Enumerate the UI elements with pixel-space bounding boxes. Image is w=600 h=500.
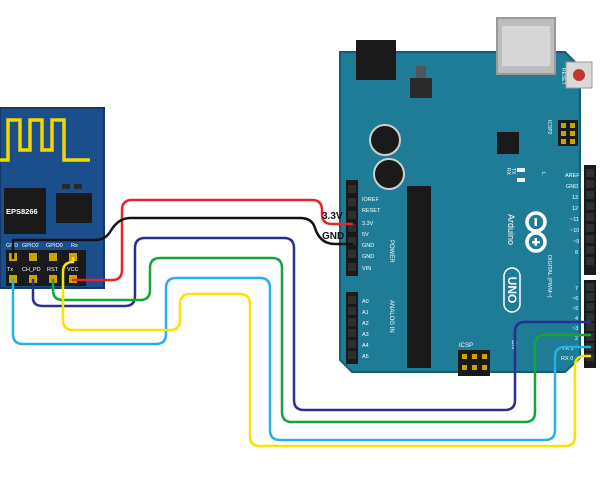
pin-label-5v: 5V bbox=[362, 232, 369, 238]
l-led-label: L bbox=[540, 172, 546, 175]
pin-label-d12: 12 bbox=[572, 206, 578, 212]
pin-label-aref: AREF bbox=[565, 173, 580, 179]
wire-rx bbox=[61, 256, 592, 448]
power-header bbox=[346, 180, 358, 276]
pin-label-d13: 13 bbox=[572, 195, 578, 201]
esp-pin-label-gpio0: GPIO0 bbox=[46, 243, 63, 249]
icsp1-label: ICSP bbox=[459, 343, 473, 349]
pin-label-d2: 2 bbox=[575, 336, 578, 342]
pin-label-a3: A3 bbox=[362, 332, 369, 338]
wire-chpd bbox=[31, 236, 592, 412]
wire-gnd bbox=[11, 216, 354, 260]
pin-label-a0: A0 bbox=[362, 299, 369, 305]
esp8266-module: EPS8266 GND GPIO2 GPIO0 Rx Tx CH_PD RST bbox=[0, 107, 105, 289]
wire-label-3v3: 3.3V bbox=[322, 211, 343, 222]
pin-label-d9: ~9 bbox=[573, 239, 579, 245]
voltage-regulator bbox=[410, 78, 432, 98]
dc-jack bbox=[356, 40, 396, 80]
pin-label-3v3: 3.3V bbox=[362, 221, 374, 227]
digital-header-upper bbox=[584, 165, 596, 275]
wire-tx bbox=[11, 276, 592, 442]
analog-header-label: ANALOG IN bbox=[388, 300, 394, 333]
tx-led-label: TX bbox=[510, 168, 516, 175]
pin-label-reset: RESET bbox=[362, 208, 381, 214]
flash-chip bbox=[56, 193, 92, 223]
capacitor-1 bbox=[369, 124, 401, 156]
pin-label-a2: A2 bbox=[362, 321, 369, 327]
pin-label-gnd-top: GND bbox=[566, 184, 578, 190]
usb-chip bbox=[497, 132, 519, 154]
arduino-uno-board: RESET ICSP2 TX RX L bbox=[339, 17, 596, 376]
pin-label-a1: A1 bbox=[362, 310, 369, 316]
digital-header-label: DIGITAL (PWM~) bbox=[546, 255, 552, 298]
analog-header bbox=[346, 292, 358, 364]
pin-label-d11: ~11 bbox=[570, 217, 579, 223]
icsp1-header bbox=[458, 350, 490, 376]
pin-label-d3: ~3 bbox=[572, 326, 578, 332]
capacitor-2 bbox=[373, 158, 405, 190]
esp-pin-label-rx: Rx bbox=[71, 243, 78, 249]
pin-label-a5: A5 bbox=[362, 354, 369, 360]
pin-label-tx1: TX 1 bbox=[562, 346, 574, 352]
pin-label-d8: 8 bbox=[575, 250, 578, 256]
pin-label-gnd2: GND bbox=[362, 254, 374, 260]
esp-chip bbox=[4, 188, 46, 234]
antenna-trace bbox=[0, 118, 90, 162]
pin-label-ioref: IOREF bbox=[362, 197, 379, 203]
esp-pin-label-rst: RST bbox=[47, 267, 59, 273]
esp-pin-label-gpio2: GPIO2 bbox=[22, 243, 39, 249]
pin-label-d6: ~6 bbox=[572, 296, 578, 302]
pin-label-d7: 7 bbox=[575, 286, 578, 292]
pin-label-d4: 4 bbox=[575, 316, 578, 322]
esp-chip-label: EPS8266 bbox=[6, 207, 38, 216]
pin-label-d10: ~10 bbox=[570, 228, 579, 234]
wire-rst bbox=[51, 256, 592, 424]
esp-pin-label-tx: Tx bbox=[7, 267, 13, 273]
pin-label-rx0: RX 0 bbox=[561, 356, 573, 362]
arduino-logo bbox=[525, 211, 547, 253]
wire-vcc-3v3 bbox=[71, 198, 354, 282]
icsp2-header bbox=[558, 120, 578, 146]
rx-led-label: RX bbox=[505, 168, 511, 176]
icsp2-label: ICSP2 bbox=[546, 120, 552, 135]
power-header-label: POWER bbox=[388, 240, 394, 263]
wire-label-gnd: GND bbox=[322, 231, 344, 242]
on-led-label: ON bbox=[510, 340, 516, 349]
pin-label-d5: ~5 bbox=[572, 306, 578, 312]
reset-label: RESET bbox=[560, 68, 566, 85]
esp-pin-label-chpd: CH_PD bbox=[22, 267, 41, 273]
pin-label-gnd1: GND bbox=[362, 243, 374, 249]
pin-label-vin: VIN bbox=[362, 266, 371, 272]
pin-label-a4: A4 bbox=[362, 343, 369, 349]
atmega-chip bbox=[407, 186, 431, 368]
uno-badge: UNO bbox=[505, 277, 519, 304]
esp-pin-label-vcc: VCC bbox=[67, 267, 79, 273]
arduino-brand: Arduino bbox=[506, 214, 516, 245]
